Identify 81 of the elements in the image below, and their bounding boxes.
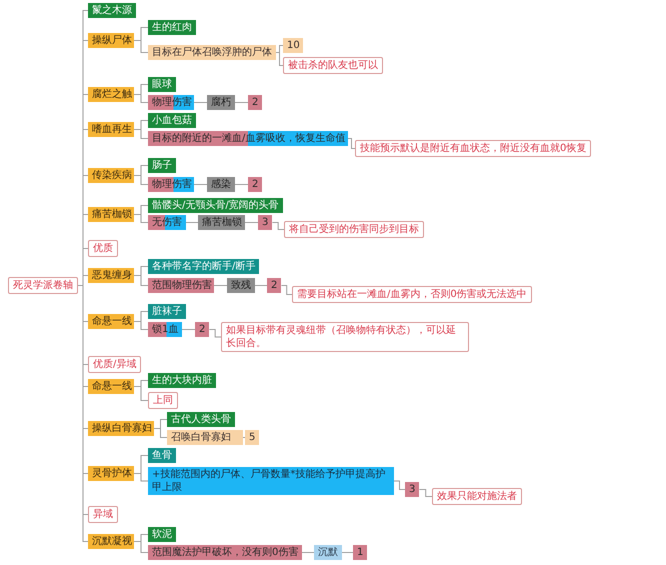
- connector-line: [134, 275, 148, 286]
- connector-line: [134, 40, 148, 53]
- branch-topic: 命悬一线: [88, 314, 134, 329]
- connector-line: [134, 541, 148, 553]
- connector-line: [134, 214, 148, 223]
- note-box: 被击杀的队友也可以: [283, 57, 383, 74]
- topic-tag: 范围魔法护甲破坏，没有则0伤害: [148, 545, 302, 560]
- topic-tag: 10: [283, 38, 303, 53]
- connector-line: [154, 428, 168, 438]
- topic-tag: 各种带名字的断手/断手: [148, 259, 260, 274]
- note-box: 异域: [88, 506, 118, 523]
- connector-line: [214, 285, 228, 286]
- topic-tag: 3: [258, 215, 272, 230]
- branch-topic: 操纵白骨寡妇: [88, 421, 154, 436]
- connector-line: [182, 329, 196, 330]
- note-box: 上同: [148, 392, 178, 409]
- connector-line: [134, 321, 148, 330]
- topic-tag: 软泥: [148, 527, 176, 542]
- connector-line: [134, 473, 148, 482]
- connector-line: [134, 175, 148, 185]
- branch-topic: 操纵尸体: [88, 33, 134, 48]
- topic-tag: 肠子: [148, 158, 176, 173]
- connector-line: [348, 138, 356, 149]
- connector-line: [254, 285, 268, 286]
- topic-tag: 2: [248, 95, 262, 110]
- connector-line: [244, 222, 258, 223]
- topic-tag: 生的红肉: [148, 20, 196, 35]
- branch-topic: 腐烂之触: [88, 87, 134, 102]
- note-box: 将自己受到的伤害同步到目标: [284, 221, 424, 238]
- branch-topic: 嗜血再生: [88, 122, 134, 137]
- topic-tag: 鱼骨: [148, 448, 176, 463]
- connector-line: [234, 184, 248, 185]
- topic-tag: 范围物理伤害: [148, 278, 214, 293]
- connector-line: [272, 222, 284, 230]
- branch-topic: 命悬一线: [88, 379, 134, 394]
- topic-tag: 感染: [207, 177, 235, 192]
- branch-topic: 恶鬼缠身: [88, 268, 134, 283]
- connector-line: [418, 489, 432, 497]
- topic-tag: 2: [267, 278, 282, 293]
- connector-line: [234, 102, 248, 103]
- topic-tag: 眼球: [148, 77, 176, 92]
- connector-line: [194, 102, 208, 103]
- topic-tag: 脏袜子: [148, 304, 186, 319]
- topic-tag: 痛苦枷锁: [198, 215, 245, 230]
- connector-line: [280, 285, 292, 295]
- topic-tag: 腐朽: [207, 95, 235, 110]
- topic-tag: +技能范围内的尸体、尸骨数量*技能给予护甲提高护甲上限: [148, 467, 394, 495]
- topic-tag: 小血包菇: [148, 113, 196, 128]
- note-box: 技能预示默认是附近有血状态，附近没有血就0恢复: [355, 140, 592, 157]
- connector-line: [134, 129, 148, 139]
- branch-topic: 灵骨护体: [88, 466, 134, 481]
- topic-tag: 2: [248, 177, 262, 192]
- topic-tag: 召唤白骨寡妇: [167, 430, 243, 445]
- connector-line: [342, 552, 354, 553]
- branch-topic: 痛苦枷锁: [88, 207, 134, 222]
- topic-tag: 生的大块内脏: [148, 373, 216, 388]
- branch-topic: 传染疾病: [88, 168, 134, 183]
- connector-line: [276, 52, 284, 66]
- connector-line: [134, 94, 148, 103]
- connector-line: [194, 184, 208, 185]
- note-box: 优质/异域: [88, 356, 142, 373]
- connector-line: [208, 329, 222, 338]
- note-box: 效果只能对施法者: [432, 488, 522, 505]
- note-box: 需要目标站在一滩血/血雾内，否则0伤害或无法选中: [292, 286, 532, 303]
- connector-line: [302, 552, 314, 553]
- topic-tag: 5: [245, 430, 259, 445]
- connector-line: [186, 222, 198, 223]
- topic-tag: 古代人类头骨: [167, 412, 235, 427]
- topic-tag: 目标在尸体召唤浮肿的尸体: [148, 45, 276, 60]
- connector-line: [394, 480, 406, 490]
- root-topic: 死灵学派卷轴: [8, 277, 78, 294]
- topic-tag: 鬣之木源: [88, 3, 136, 18]
- note-box: 优质: [88, 240, 118, 257]
- branch-topic: 沉默凝视: [88, 534, 134, 549]
- topic-tag: 2: [195, 322, 210, 337]
- topic-tag: 沉默: [314, 545, 342, 560]
- topic-tag: 3: [405, 482, 420, 497]
- topic-tag: 1: [353, 545, 368, 560]
- topic-tag: 致残: [227, 278, 255, 293]
- note-box: 如果目标带有灵魂纽带（召唤物特有状态），可以延长回合。: [221, 322, 469, 352]
- topic-tag: 骷髅头/无颚头骨/宽阔的头骨: [148, 198, 283, 213]
